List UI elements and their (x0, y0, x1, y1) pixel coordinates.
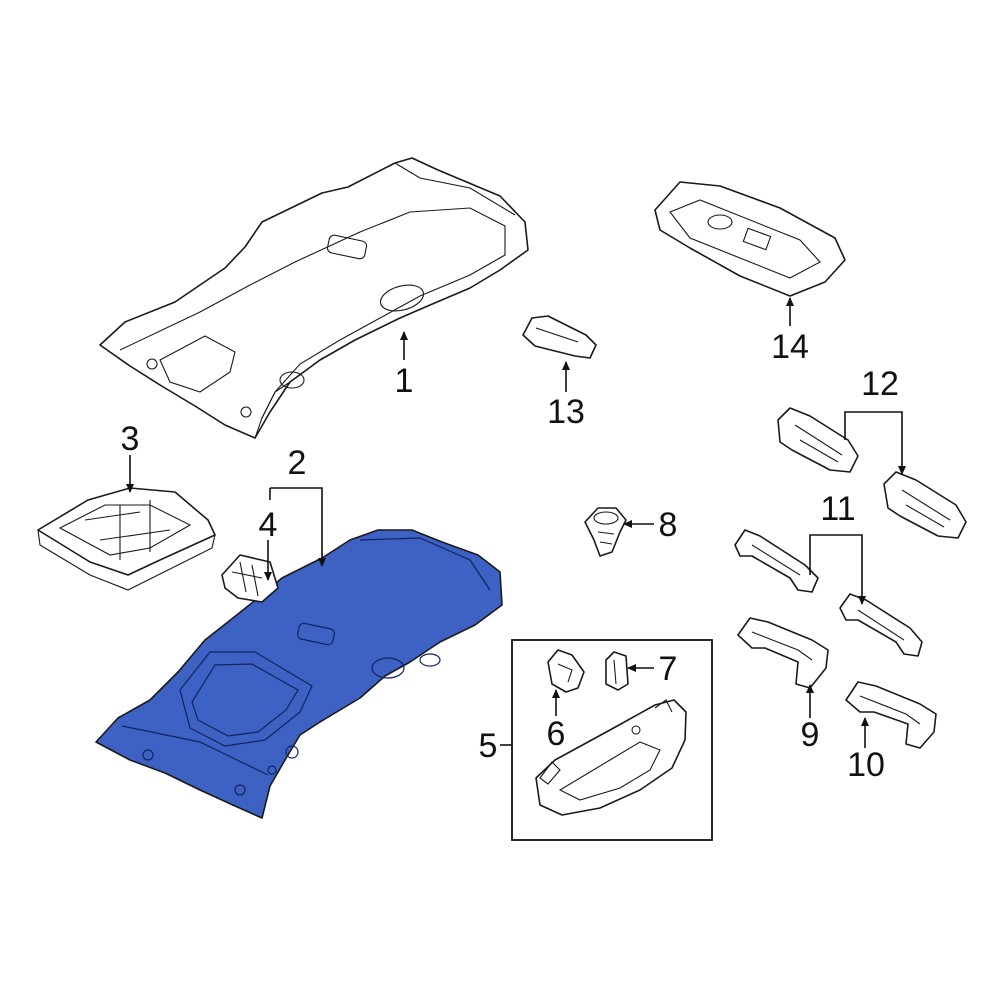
part-12-bracket-a[interactable] (777, 407, 859, 473)
callout-10: 10 (847, 746, 885, 784)
callout-5: 5 (479, 727, 498, 765)
part-5-inset-frame (511, 639, 713, 841)
part-2-headliner-highlighted[interactable] (95, 529, 503, 819)
callout-3: 3 (121, 420, 140, 458)
callout-13: 13 (547, 393, 585, 431)
callout-8: 8 (659, 506, 678, 544)
part-12-bracket-b[interactable] (883, 471, 967, 539)
callout-11: 11 (820, 490, 855, 528)
part-9-grab-handle[interactable] (737, 617, 829, 689)
part-4-clip[interactable] (221, 554, 279, 603)
callout-14: 14 (771, 328, 809, 366)
part-11-bracket-a[interactable] (734, 529, 819, 593)
callout-12: 12 (861, 365, 899, 403)
callout-1: 1 (395, 362, 414, 400)
part-6-visor-clip[interactable] (547, 649, 585, 693)
callout-2: 2 (288, 444, 307, 482)
part-3-overhead-console[interactable] (37, 487, 216, 591)
callout-6: 6 (547, 715, 566, 753)
leader-lines (126, 297, 906, 748)
callout-4: 4 (259, 506, 278, 544)
part-10-grab-handle[interactable] (845, 681, 937, 749)
part-5-sunvisor[interactable] (535, 699, 687, 816)
part-13-lamp[interactable] (522, 315, 597, 359)
callout-labels: 1 2 3 4 5 6 7 8 9 10 11 12 13 14 (121, 328, 899, 784)
part-1-headliner[interactable] (99, 157, 529, 439)
part-8-push-clip[interactable] (584, 507, 627, 557)
part-7-visor-holder[interactable] (605, 651, 629, 691)
callout-9: 9 (801, 716, 820, 754)
part-14-dome-lamp[interactable] (654, 181, 846, 297)
part-11-bracket-b[interactable] (839, 593, 923, 657)
callout-7: 7 (659, 650, 678, 688)
